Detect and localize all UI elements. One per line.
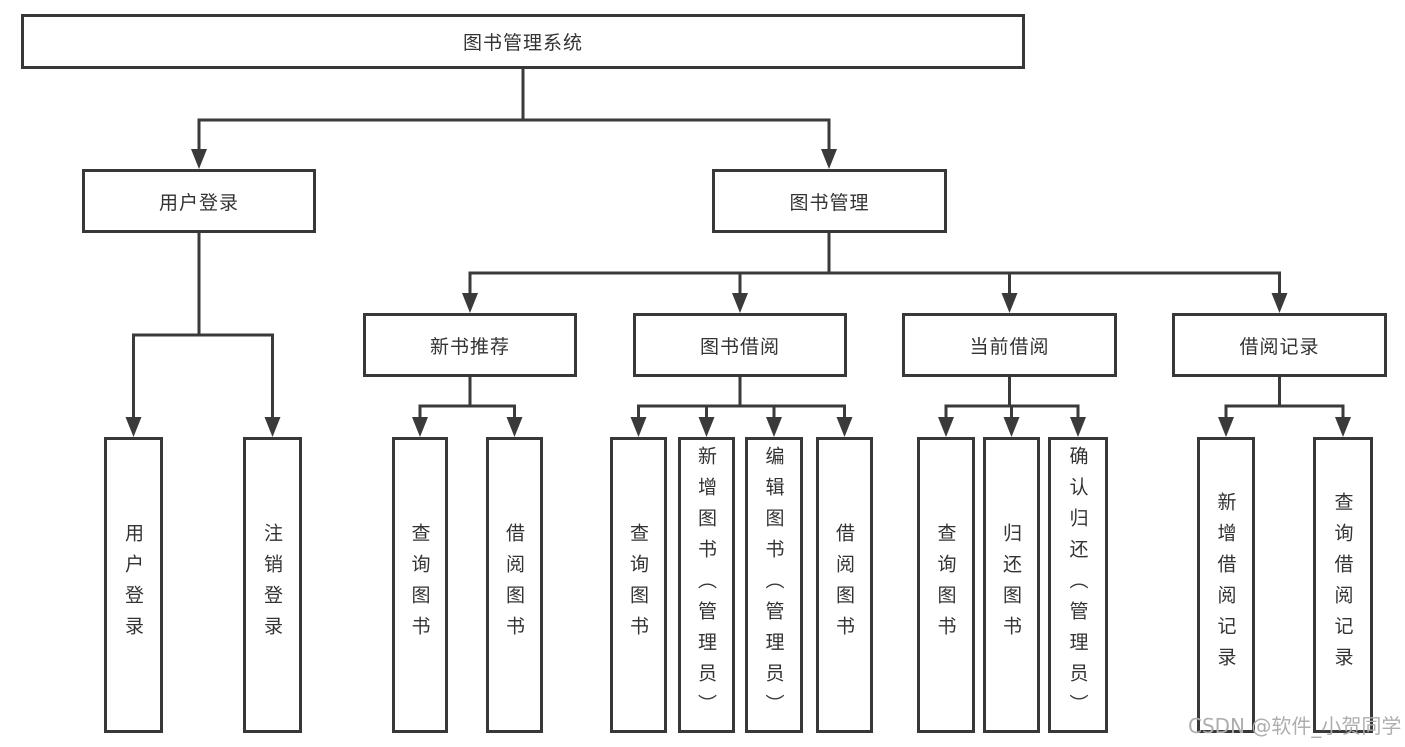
node-label: 当前借阅 <box>969 335 1050 358</box>
node-label: 用户登录 <box>158 191 239 214</box>
leaf-query-books-borrow: 查询图书 <box>610 437 667 733</box>
leaf-label: 借阅图书 <box>503 523 525 647</box>
leaf-label: 新增借阅记录 <box>1214 492 1237 678</box>
node-new-book-recommendation: 新书推荐 <box>363 313 577 377</box>
leaf-label: 查询图书 <box>627 523 649 647</box>
leaf-label: 查询图书 <box>408 523 431 647</box>
node-label: 图书借阅 <box>699 335 780 358</box>
node-label: 新书推荐 <box>429 335 510 358</box>
leaf-query-books-recommend: 查询图书 <box>392 437 448 733</box>
node-label: 借阅记录 <box>1239 335 1320 358</box>
leaf-user-login: 用户登录 <box>104 437 163 733</box>
leaf-label: 编辑图书（管理员） <box>762 445 785 725</box>
connector-lines <box>132 67 1345 422</box>
arrowheads <box>125 149 1351 437</box>
csdn-watermark: CSDN @软件_小贺同学 <box>1188 714 1402 738</box>
leaf-borrow-books-recommend: 借阅图书 <box>486 437 543 733</box>
leaf-label: 用户登录 <box>122 523 144 647</box>
leaf-borrow-books: 借阅图书 <box>816 437 873 733</box>
leaf-label: 确认归还（管理员） <box>1066 445 1089 725</box>
leaf-label: 新增图书（管理员） <box>695 445 717 725</box>
leaf-query-borrow-record: 查询借阅记录 <box>1313 437 1373 733</box>
node-label: 图书管理系统 <box>462 32 583 54</box>
node-library-management-system: 图书管理系统 <box>21 14 1025 69</box>
leaf-confirm-return-admin: 确认归还（管理员） <box>1048 437 1108 733</box>
leaf-return-books: 归还图书 <box>983 437 1040 733</box>
leaf-label: 注销登录 <box>261 523 283 647</box>
node-user-login: 用户登录 <box>82 169 316 233</box>
leaf-add-books-admin: 新增图书（管理员） <box>678 437 735 733</box>
leaf-edit-books-admin: 编辑图书（管理员） <box>745 437 803 733</box>
leaf-add-borrow-record: 新增借阅记录 <box>1197 437 1255 733</box>
leaf-logout: 注销登录 <box>243 437 302 733</box>
node-borrowing-records: 借阅记录 <box>1172 313 1387 377</box>
leaf-label: 查询图书 <box>934 523 957 647</box>
leaf-label: 查询借阅记录 <box>1331 492 1354 678</box>
node-book-management: 图书管理 <box>712 169 947 233</box>
node-current-borrowing: 当前借阅 <box>902 313 1117 377</box>
node-label: 图书管理 <box>789 191 870 214</box>
leaf-label: 借阅图书 <box>833 523 855 647</box>
node-book-borrowing: 图书借阅 <box>633 313 847 377</box>
leaf-label: 归还图书 <box>1000 523 1022 647</box>
leaf-query-books-current: 查询图书 <box>917 437 975 733</box>
